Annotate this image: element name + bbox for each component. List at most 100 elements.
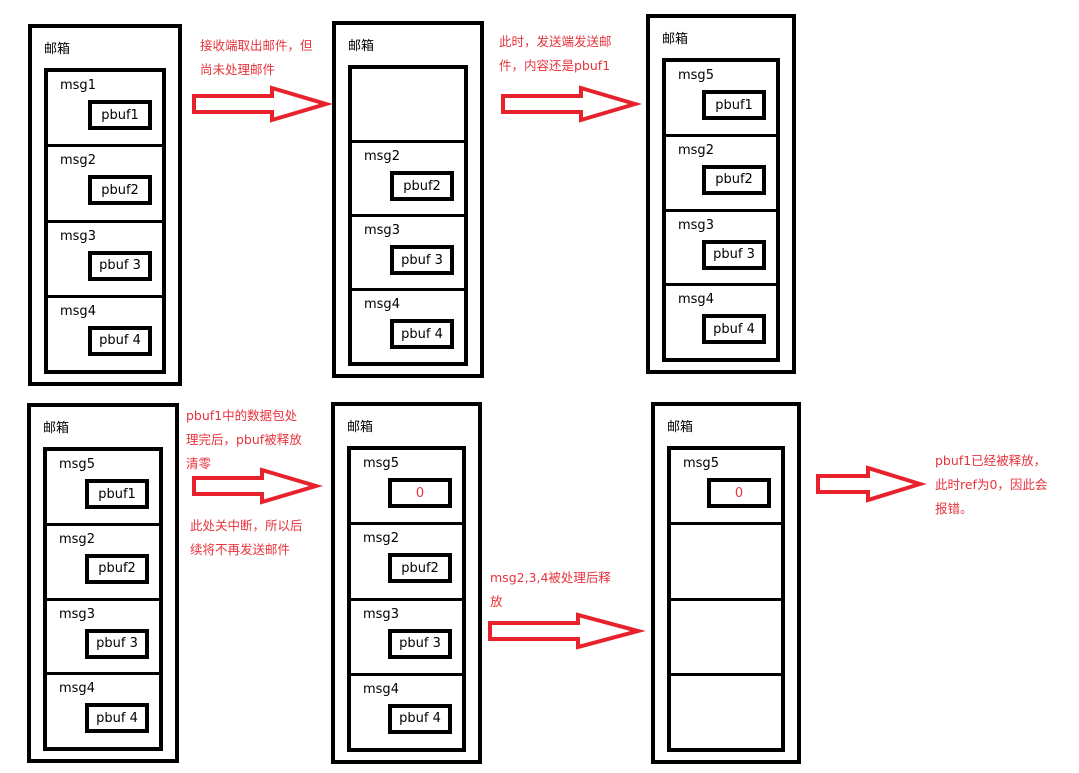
annotation-line: 此处关中断，所以后: [190, 518, 303, 533]
queue-slot-msg2: msg2 pbuf2: [666, 133, 776, 209]
queue-slot-msg1: msg1 pbuf1: [48, 72, 162, 144]
annotation-line: 此时，发送端发送邮: [499, 34, 612, 49]
msg-label: msg1: [60, 78, 96, 93]
queue-slot-msg4: msg4 pbuf 4: [666, 283, 776, 358]
queue-slot-empty: [671, 522, 781, 597]
msg-label: msg4: [60, 303, 96, 319]
annotation-line: msg2,3,4被处理后释: [490, 570, 611, 585]
pbuf-box: pbuf 3: [388, 628, 452, 659]
msg-label: msg2: [363, 531, 399, 547]
msg-label: msg3: [363, 606, 399, 622]
annotation-line: 理完后，pbuf被释放: [186, 432, 302, 447]
msg-label: msg3: [59, 606, 95, 622]
arrow-step2: [501, 85, 643, 123]
queue-slot-msg4: msg4 pbuf 4: [47, 672, 159, 747]
queue-slot-msg5: msg5 pbuf1: [47, 451, 159, 523]
pbuf-box: pbuf2: [88, 175, 152, 206]
pbuf-box: pbuf1: [702, 90, 766, 120]
queue-slot-msg3: msg3 pbuf 3: [47, 597, 159, 673]
annotation-step5: pbuf1已经被释放， 此时ref为0，因此会 报错。: [935, 449, 1047, 521]
annotation-step3: pbuf1中的数据包处 理完后，pbuf被释放 清零: [186, 404, 302, 476]
pbuf-box: pbuf 4: [702, 314, 766, 345]
message-queue: msg5 pbuf1 msg2 pbuf2 msg3 pbuf 3 msg4 pbuf 4: [43, 447, 163, 751]
annotation-step1: 接收端取出邮件，但 尚未处理邮件: [200, 34, 313, 82]
msg-label: msg4: [678, 292, 714, 308]
annotation-line: 此时ref为0，因此会: [935, 477, 1048, 492]
annotation-line: pbuf1中的数据包处: [186, 408, 298, 423]
message-queue: msg5 0 msg2 pbuf2 msg3 pbuf 3 msg4 pbuf 4: [347, 446, 466, 752]
annotation-line: 续将不再发送邮件: [190, 542, 291, 557]
annotation-step3b: 此处关中断，所以后 续将不再发送邮件: [190, 514, 303, 562]
annotation-line: pbuf1已经被释放，: [935, 453, 1047, 468]
pbuf-box: pbuf2: [702, 164, 766, 195]
msg-label: msg5: [59, 457, 95, 472]
msg-label: msg5: [363, 456, 399, 471]
msg-label: msg4: [364, 297, 400, 312]
msg-label: msg2: [364, 149, 400, 164]
pbuf-box: pbuf2: [390, 171, 454, 201]
msg-label: msg3: [678, 217, 714, 233]
annotation-line: 尚未处理邮件: [200, 62, 276, 77]
annotation-line: 放: [490, 594, 503, 609]
queue-slot-msg3: msg3 pbuf 3: [351, 597, 462, 673]
pbuf-box: pbuf2: [388, 553, 452, 584]
mailbox-title: 邮箱: [44, 42, 71, 57]
queue-slot-msg4: msg4 pbuf 4: [351, 672, 462, 748]
arrow-step5: [816, 465, 927, 503]
mailbox-title: 邮箱: [667, 420, 694, 435]
mailbox-4: 邮箱 msg5 pbuf1 msg2 pbuf2 msg3 pbuf 3 msg4 pbuf 4: [27, 403, 179, 763]
mailbox-title: 邮箱: [348, 39, 375, 54]
queue-slot-msg4: msg4 pbuf 4: [352, 288, 464, 362]
queue-slot-empty: [671, 597, 781, 673]
queue-slot-msg5: msg5 0: [351, 450, 462, 522]
queue-slot-msg3: msg3 pbuf 3: [666, 208, 776, 284]
pbuf-box: pbuf 4: [85, 703, 149, 734]
pbuf-box: pbuf1: [85, 479, 149, 509]
msg-label: msg2: [59, 531, 95, 547]
queue-slot-empty: [352, 69, 464, 140]
pbuf-box: pbuf 3: [85, 628, 149, 659]
queue-slot-empty: [671, 672, 781, 748]
pbuf-box: pbuf1: [88, 100, 152, 130]
msg-label: msg4: [59, 681, 95, 697]
msg-label: msg5: [683, 456, 719, 471]
annotation-line: 件，内容还是pbuf1: [499, 58, 611, 73]
mailbox-6: 邮箱 msg5 0: [651, 402, 801, 764]
queue-slot-msg5: msg5 0: [671, 450, 781, 522]
mailbox-5: 邮箱 msg5 0 msg2 pbuf2 msg3 pbuf 3 msg4 pbuf 4: [331, 402, 482, 764]
queue-slot-msg2: msg2 pbuf2: [351, 522, 462, 597]
msg-label: msg3: [60, 228, 96, 244]
pbuf-box: pbuf 3: [390, 245, 454, 275]
annotation-step2: 此时，发送端发送邮 件，内容还是pbuf1: [499, 30, 612, 78]
pbuf-box: pbuf 3: [702, 239, 766, 270]
pbuf-released-box: 0: [388, 478, 452, 508]
annotation-step4: msg2,3,4被处理后释 放: [490, 566, 611, 614]
annotation-line: 清零: [186, 456, 212, 471]
mailbox-title: 邮箱: [347, 420, 374, 435]
pbuf-released-box: 0: [707, 478, 771, 508]
mailbox-title: 邮箱: [43, 421, 70, 436]
pbuf-box: pbuf 4: [390, 319, 454, 349]
queue-slot-msg2: msg2 pbuf2: [47, 522, 159, 598]
pbuf-box: pbuf 4: [88, 325, 152, 356]
msg-label: msg2: [678, 142, 714, 158]
arrow-step3: [192, 467, 324, 505]
annotation-line: 接收端取出邮件，但: [200, 38, 313, 53]
arrow-step4: [488, 612, 646, 650]
queue-slot-msg2: msg2 pbuf2: [352, 140, 464, 214]
pbuf-box: pbuf 4: [388, 703, 452, 734]
queue-slot-msg4: msg4 pbuf 4: [48, 294, 162, 370]
arrow-step1: [192, 85, 334, 123]
msg-label: msg4: [363, 681, 399, 697]
pbuf-box: pbuf2: [85, 553, 149, 584]
mailbox-title: 邮箱: [662, 32, 689, 47]
